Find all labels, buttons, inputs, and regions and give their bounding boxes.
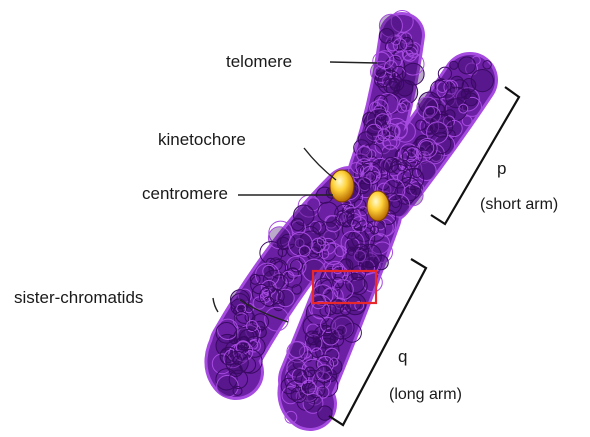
telomere-leader <box>330 62 377 63</box>
kinetochore-label: kinetochore <box>158 131 246 148</box>
sister-chromatids-leader <box>213 298 218 312</box>
chromatin-loop <box>292 218 304 230</box>
chromatin-loop <box>379 29 394 44</box>
chromatin-loop <box>357 147 372 162</box>
chromatin-loop <box>387 131 395 139</box>
p-arm-letter: p <box>497 160 506 177</box>
chromatin-loop <box>318 406 332 420</box>
p-arm-description: (short arm) <box>480 197 558 213</box>
chromatin-loop <box>299 246 310 257</box>
chromatin-loop <box>331 316 354 339</box>
chromatin-loop <box>346 274 365 293</box>
telomere-label: telomere <box>226 53 292 70</box>
chromatin-loop <box>458 57 475 74</box>
chromatin-loop <box>461 89 471 99</box>
chromatin-texture <box>212 11 493 424</box>
chromatin-loop <box>346 248 369 271</box>
q-arm-letter: q <box>398 348 407 365</box>
chromatin-loop <box>450 61 458 69</box>
kinetochore-right <box>367 191 389 221</box>
sister-chromatids-label: sister-chromatids <box>14 289 143 306</box>
q-arm-description: (long arm) <box>389 387 462 403</box>
centromere-label: centromere <box>142 185 228 202</box>
kinetochore-left <box>330 170 354 202</box>
chromatin-loop <box>330 300 344 314</box>
chromatin-loop <box>289 342 305 358</box>
chromatin-loop <box>459 104 468 113</box>
chromatin-loop <box>217 375 239 397</box>
